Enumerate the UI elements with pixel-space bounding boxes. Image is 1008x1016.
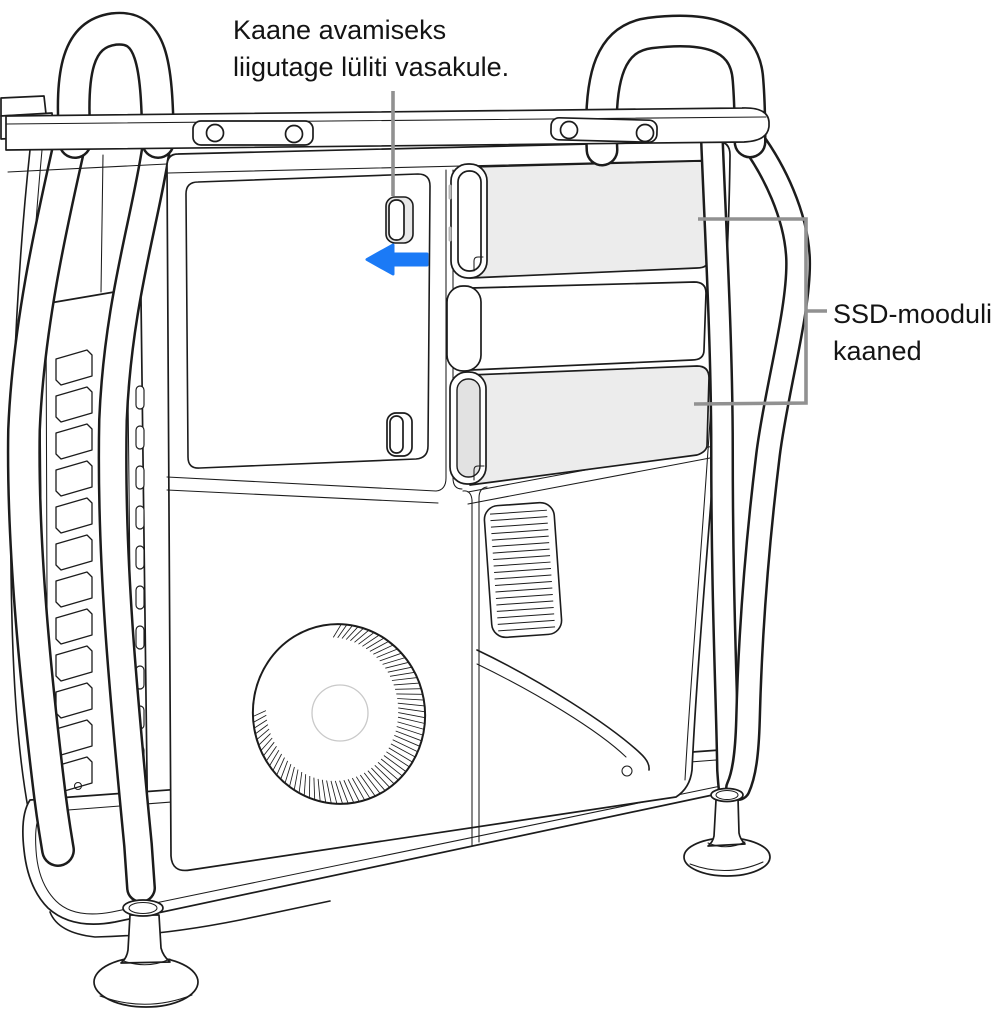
- ssd-cover-bottom: [449, 365, 710, 486]
- screw-hole: [635, 123, 655, 143]
- ssd-cover-top: [448, 160, 712, 279]
- dimm-access-door: [185, 173, 431, 469]
- screw-hole: [284, 124, 304, 144]
- fan: [251, 623, 427, 805]
- label-switch-instruction-line2: liigutage lüliti vasakule.: [233, 52, 510, 82]
- grille-lines: [489, 509, 556, 632]
- ssd-bay-middle: [446, 281, 707, 372]
- screw-hole: [621, 765, 633, 777]
- screw-hole: [559, 120, 579, 140]
- label-ssd-covers-line1: SSD-mooduli: [833, 299, 993, 329]
- fan-hub: [311, 684, 369, 742]
- lock-switch-lower: [386, 412, 413, 457]
- label-switch-instruction-line1: Kaane avamiseks: [233, 15, 447, 45]
- vent-grille: [483, 501, 563, 639]
- label-ssd-covers: SSD-mooduli kaaned: [833, 296, 992, 370]
- frame-leg-right-outer: [725, 127, 812, 801]
- foot-front-left: [93, 899, 199, 1008]
- frame-leg-right-inner: [700, 130, 742, 804]
- bracket-ssd-covers: [693, 217, 827, 406]
- label-switch-instruction: Kaane avamiseks liigutage lüliti vasakul…: [233, 12, 509, 86]
- screw-plate-right: [550, 116, 658, 144]
- left-arrow-icon: [365, 243, 429, 276]
- lock-switch-knob: [388, 199, 405, 241]
- frame-leg-left-inner: [97, 127, 172, 903]
- foot-front-right: [683, 787, 771, 877]
- handle-right: [584, 14, 767, 167]
- power-supply-cover: [476, 649, 650, 777]
- fan-rim-hatching: [252, 623, 426, 805]
- label-ssd-covers-line2: kaaned: [833, 336, 922, 366]
- pcie-slot-tabs: [55, 349, 93, 793]
- screw-plate-left: [192, 120, 314, 146]
- handle-left: [56, 11, 175, 159]
- lock-switch-upper: [385, 196, 414, 244]
- screw-hole: [205, 123, 225, 143]
- frame-leg-left-outer: [6, 125, 87, 867]
